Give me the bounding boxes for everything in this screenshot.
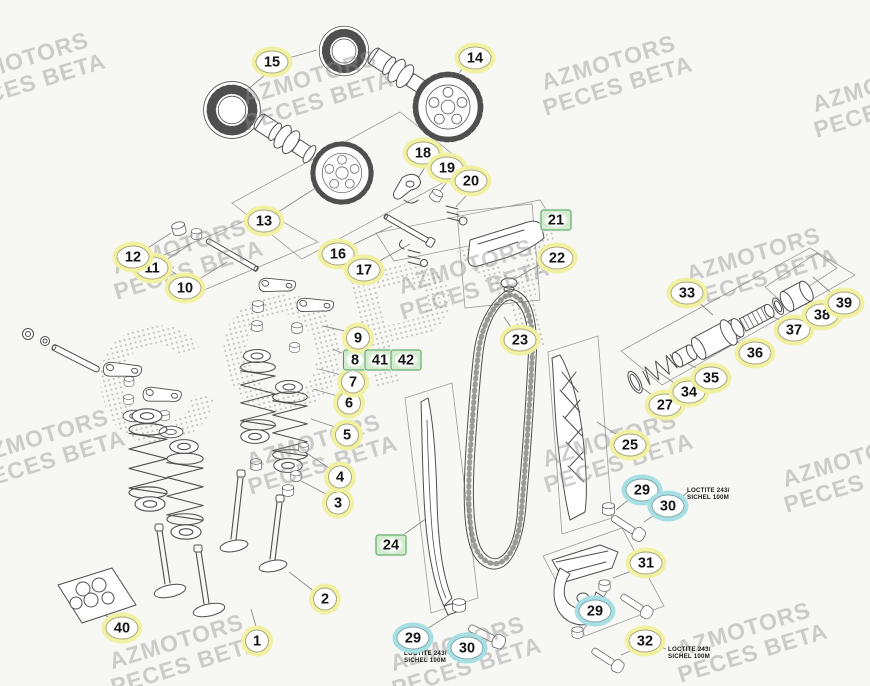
callout-13[interactable]: 13	[247, 209, 281, 233]
callout-33[interactable]: 33	[670, 281, 704, 305]
callout-37[interactable]: 37	[777, 318, 811, 342]
callout-29[interactable]: 29	[578, 599, 612, 623]
callout-20[interactable]: 20	[454, 169, 488, 193]
callout-19[interactable]: 19	[430, 156, 464, 180]
callout-14[interactable]: 14	[458, 46, 492, 70]
callout-5[interactable]: 5	[335, 423, 359, 447]
tensioner-assembly	[627, 280, 814, 394]
callout-22[interactable]: 22	[540, 246, 574, 270]
callout-21[interactable]: 21	[540, 209, 572, 231]
callout-9[interactable]: 9	[346, 326, 370, 350]
callout-42[interactable]: 42	[390, 349, 422, 371]
callout-17[interactable]: 17	[347, 258, 381, 282]
decompressor-parts	[393, 173, 468, 226]
intake-camshaft	[253, 113, 372, 202]
callout-36[interactable]: 36	[738, 341, 772, 365]
left-rocker-cluster	[22, 328, 184, 439]
callout-18[interactable]: 18	[406, 141, 440, 165]
callout-16[interactable]: 16	[321, 242, 355, 266]
callout-1[interactable]: 1	[245, 629, 269, 653]
callout-6[interactable]: 6	[337, 391, 361, 415]
callout-2[interactable]: 2	[313, 587, 337, 611]
callout-8[interactable]: 8	[343, 349, 367, 371]
callout-40[interactable]: 40	[105, 616, 139, 640]
callout-4[interactable]: 4	[328, 465, 352, 489]
callout-29[interactable]: 29	[396, 626, 430, 650]
callout-12[interactable]: 12	[116, 245, 150, 269]
callout-39[interactable]: 39	[827, 291, 861, 315]
callout-24[interactable]: 24	[375, 534, 407, 556]
valves	[153, 469, 288, 618]
callout-31[interactable]: 31	[629, 551, 663, 575]
callout-27[interactable]: 27	[648, 393, 682, 417]
needle-bearings	[204, 26, 369, 138]
timing-chain	[463, 289, 537, 570]
loctite-note: LOCTITE 243/SICHEL 100M	[404, 650, 447, 665]
callout-32[interactable]: 32	[628, 629, 662, 653]
callout-15[interactable]: 15	[255, 50, 289, 74]
cam-chain-top-pad	[467, 220, 545, 293]
callout-30[interactable]: 30	[450, 636, 484, 660]
callout-10[interactable]: 10	[168, 276, 202, 300]
callout-25[interactable]: 25	[613, 433, 647, 457]
callout-23[interactable]: 23	[503, 328, 537, 352]
callout-29[interactable]: 29	[625, 478, 659, 502]
rocker-shaft-group	[170, 220, 259, 272]
chain-tensioner-guide	[551, 354, 587, 521]
callout-3[interactable]: 3	[326, 491, 350, 515]
decompressor-shaft	[383, 213, 436, 267]
loctite-note: LOCTITE 243/SICHEL 100M	[687, 487, 730, 502]
shim-kit	[57, 567, 137, 624]
exhaust-camshaft	[367, 47, 481, 140]
loctite-note: LOCTITE 243/SICHEL 100M	[668, 646, 711, 661]
callout-30[interactable]: 30	[651, 494, 685, 518]
callout-35[interactable]: 35	[694, 366, 728, 390]
tensioner-mount-hardware	[602, 502, 648, 544]
callout-7[interactable]: 7	[341, 370, 365, 394]
callout-34[interactable]: 34	[672, 380, 706, 404]
